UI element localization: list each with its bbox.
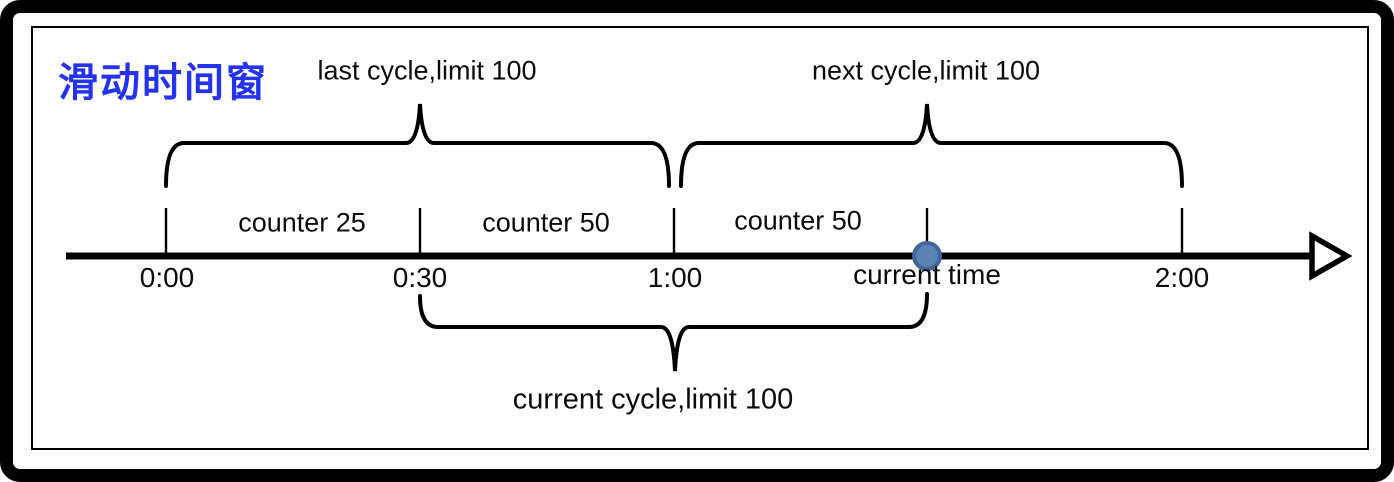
label-counter-3: counter 50 [734,205,862,236]
label-next-cycle: next cycle,limit 100 [811,55,1041,86]
label-counter-1: counter 25 [238,207,366,238]
label-counter-2: counter 50 [482,207,610,238]
inner-border [31,26,1369,450]
label-current-time: current time [853,259,1001,290]
brace-current-cycle [418,292,929,372]
label-time-1-00: 1:00 [647,262,703,293]
current-time-dot-icon [912,241,942,271]
label-time-0-30: 0:30 [392,262,448,293]
timeline-arrow-icon [1309,231,1353,281]
label-time-2-00: 2:00 [1154,262,1210,293]
label-current-cycle: current cycle,limit 100 [512,383,794,416]
page-title: 滑动时间窗 [58,61,268,105]
label-last-cycle: last cycle,limit 100 [317,55,537,86]
label-time-0-00: 0:00 [139,262,195,293]
brace-next-cycle [679,103,1184,188]
brace-last-cycle [164,103,671,188]
